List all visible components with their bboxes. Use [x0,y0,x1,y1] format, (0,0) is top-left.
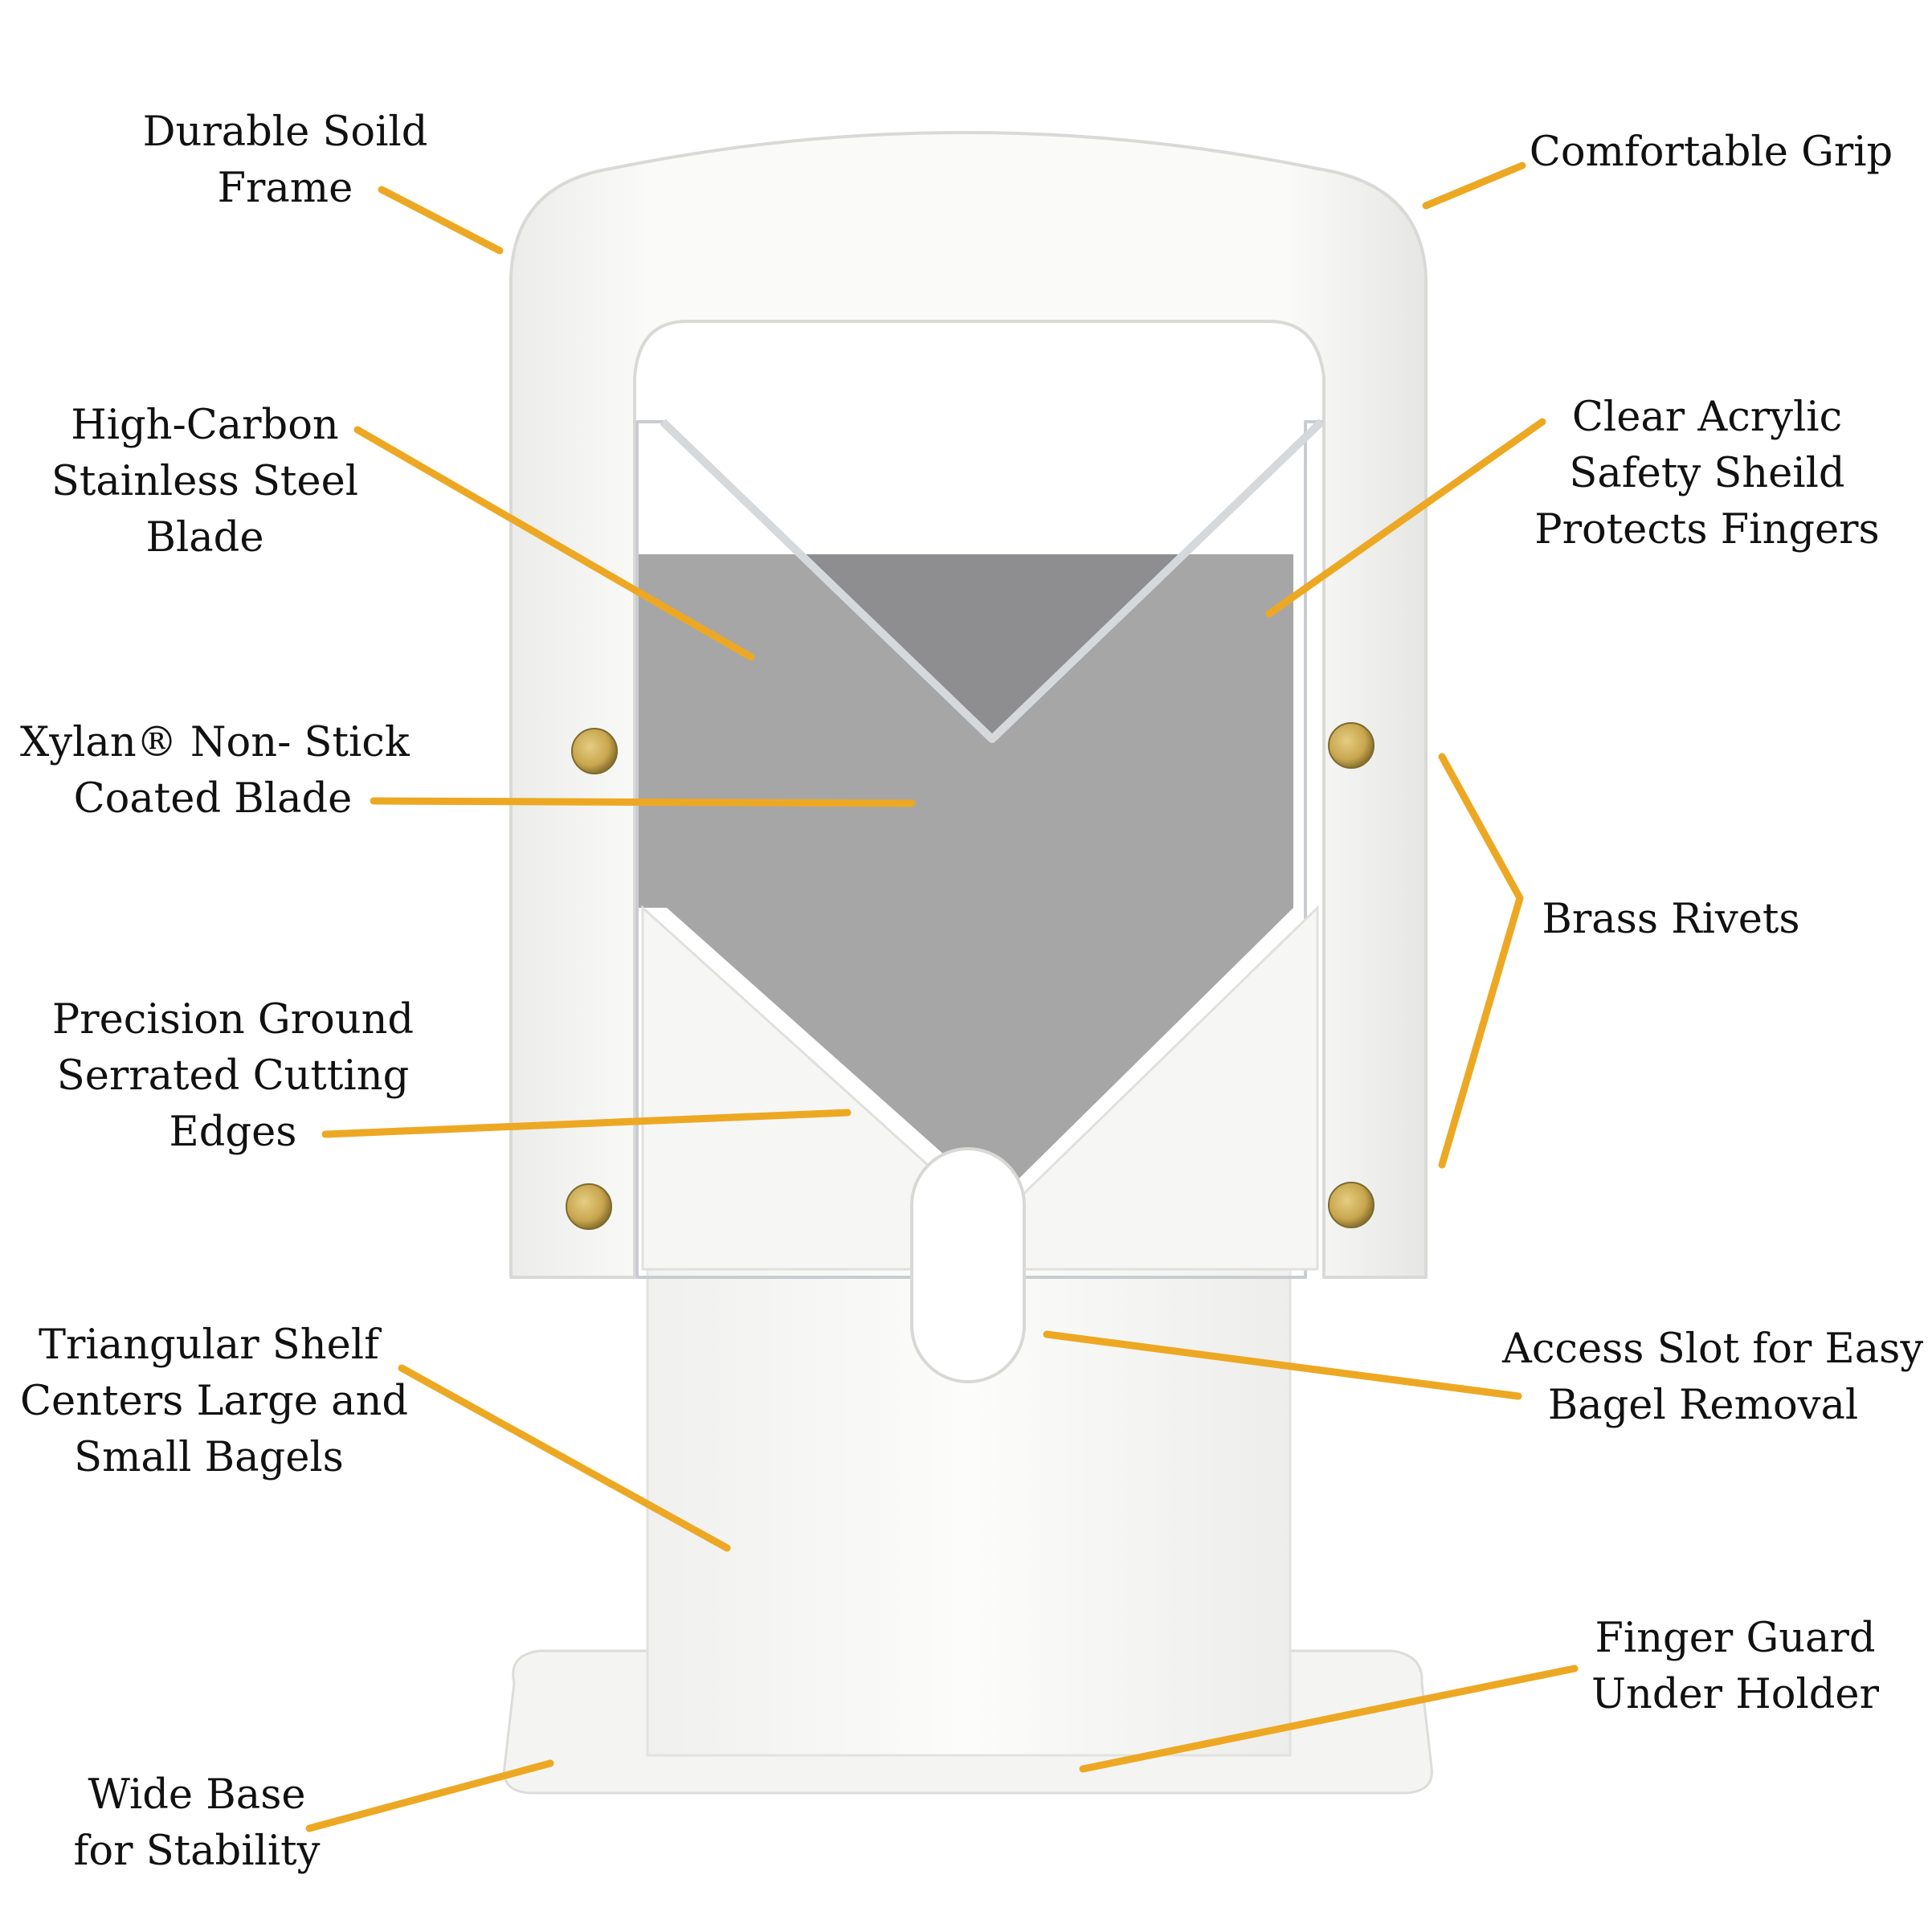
leader-line-serrated-edges [321,1109,852,1138]
label-serrated-edges: Precision Ground Serrated Cutting Edges [51,996,415,1156]
leader-line-brass-rivets [1438,753,1524,1169]
leader-line-acrylic-shield [1265,418,1546,618]
label-xylan-blade: Xylan® Non- Stick Coated Blade [20,719,410,823]
brass-rivets-group [566,722,1375,1230]
shield-edge [660,419,1325,743]
leader-line-triangular-shelf [398,1364,731,1552]
label-durable-frame: Durable Soild Frame [142,108,428,212]
leader-line-comfortable-grip [1422,161,1526,210]
label-acrylic-shield: Clear Acrylic Safety Sheild Protects Fin… [1534,394,1880,553]
leader-line-xylan-blade [370,797,916,807]
leader-line-wide-base [305,1759,554,1832]
label-finger-guard: Finger Guard Under Holder [1591,1615,1879,1718]
leader-line-access-slot [1043,1330,1522,1400]
leader-line-durable-frame [378,186,504,255]
leader-line-steel-blade [353,426,755,661]
brass-rivet [566,1183,612,1230]
label-brass-rivets: Brass Rivets [1542,896,1800,943]
leader-line-finger-guard [1079,1664,1579,1773]
label-comfortable-grip: Comfortable Grip [1529,129,1893,176]
brass-rivet [571,728,618,774]
access-slot-shape [910,1147,1026,1383]
brass-rivet [1328,1182,1375,1228]
label-triangular-shelf: Triangular Shelf Centers Large and Small… [20,1321,409,1481]
callout-lines [305,161,1579,1832]
brass-rivet [1328,722,1375,769]
frame-shape [509,131,1428,1279]
label-wide-base: Wide Base for Stability [73,1771,321,1875]
label-steel-blade: High-Carbon Stainless Steel Blade [51,402,359,562]
label-access-slot: Access Slot for Easy Bagel Removal [1502,1325,1924,1429]
blade-shape [639,554,1293,1201]
